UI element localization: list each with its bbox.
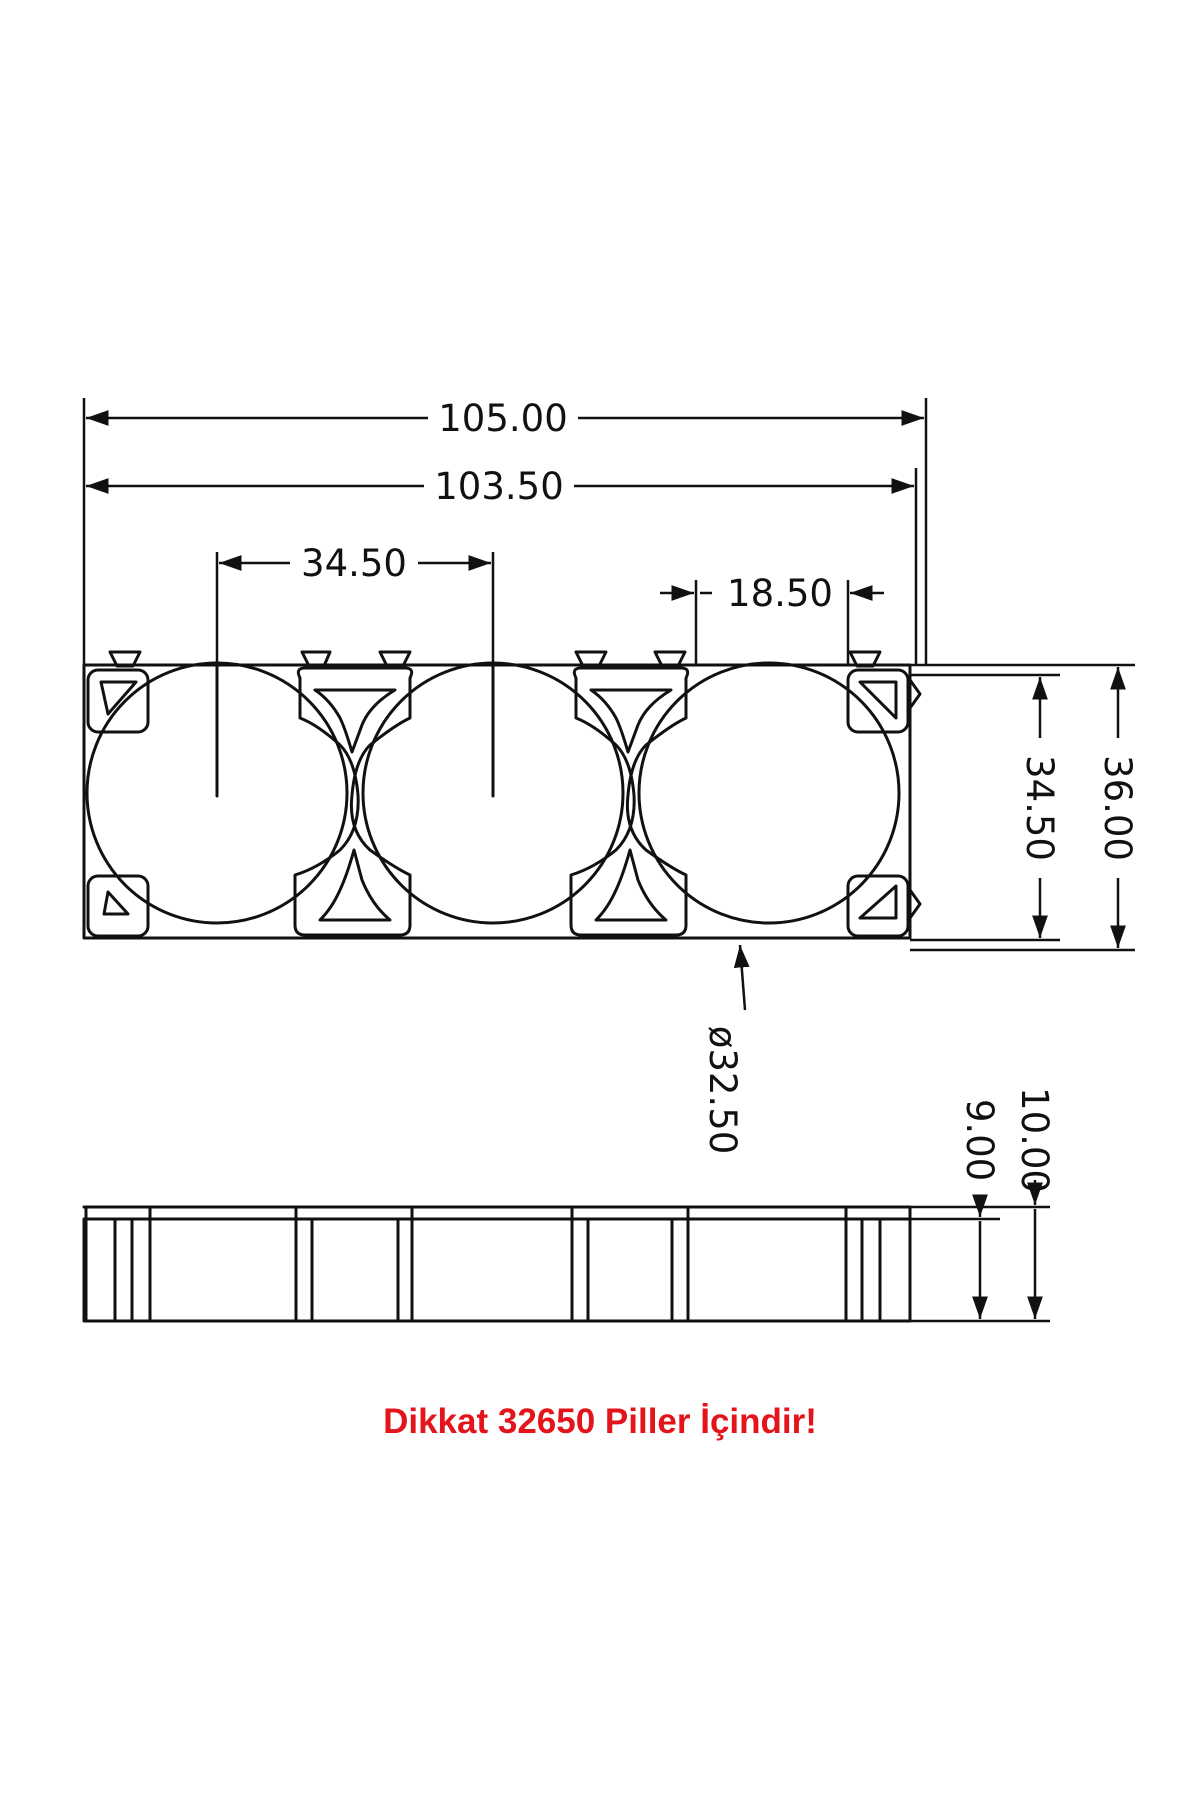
warning-text: Dikkat 32650 Piller İçindir!	[383, 1402, 817, 1441]
dim-clip-width: 18.50	[727, 572, 833, 615]
dim-cell-pitch: 34.50	[301, 542, 407, 585]
holder-frame	[82, 663, 912, 940]
dim-base-depth: 9.00	[958, 1099, 1001, 1181]
dim-inner-height: 34.50	[1018, 755, 1061, 861]
side-view	[82, 1205, 912, 1323]
dim-overall-width: 105.00	[438, 397, 567, 440]
side-posts	[84, 1205, 912, 1323]
dim-inner-width: 103.50	[434, 465, 563, 508]
dim-overall-height: 36.00	[1096, 755, 1139, 861]
separator-1	[293, 666, 414, 937]
top-clips	[108, 650, 922, 920]
dim-total-depth: 10.00	[1013, 1087, 1056, 1193]
separator-2	[569, 666, 690, 937]
cell-3	[637, 661, 901, 925]
left-clips	[86, 668, 150, 938]
top-view	[82, 650, 922, 940]
dim-cell-diameter: ø32.50	[701, 1026, 744, 1155]
side-base	[82, 1217, 912, 1323]
right-clips	[846, 668, 910, 938]
